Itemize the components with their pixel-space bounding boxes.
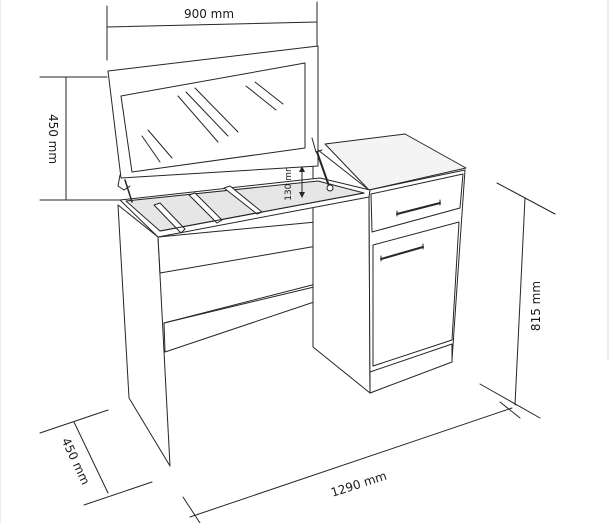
- overall-height-dimension: 815 mm: [479, 182, 556, 419]
- cabinet-plinth: [369, 343, 453, 394]
- drawer-front: [370, 173, 464, 233]
- door-handle: [380, 246, 424, 260]
- top-width-dimension: 900 mm: [106, 1, 318, 61]
- divider-1: [153, 202, 186, 234]
- divider-2: [188, 192, 223, 224]
- stretcher-edge: [163, 286, 315, 324]
- overall-height-label: 815 mm: [529, 281, 543, 331]
- drawer-handle: [396, 202, 441, 215]
- left-leg-panel: [117, 204, 171, 467]
- right-lid-stay: [316, 151, 330, 187]
- overall-depth-label: 450 mm: [59, 436, 93, 487]
- mirror-glass: [120, 62, 306, 173]
- compartment-depth-label: 130 mm: [284, 163, 294, 201]
- overall-width-label: 1290 mm: [329, 469, 388, 500]
- mirror-reflection: [141, 81, 284, 163]
- overall-depth-dimension: 450 mm: [39, 409, 153, 506]
- compartment-front-edge: [159, 192, 365, 232]
- left-lid-stay: [124, 179, 133, 203]
- mirror-height-label: 450 mm: [46, 114, 60, 164]
- mirror-height-dimension: 450 mm: [39, 76, 121, 201]
- cabinet-door: [372, 221, 460, 367]
- overall-width-dimension: 1290 mm: [182, 401, 521, 523]
- cabinet-top: [324, 133, 467, 191]
- right-lid-stay-pivot: [326, 184, 334, 192]
- top-width-label: 900 mm: [184, 7, 234, 21]
